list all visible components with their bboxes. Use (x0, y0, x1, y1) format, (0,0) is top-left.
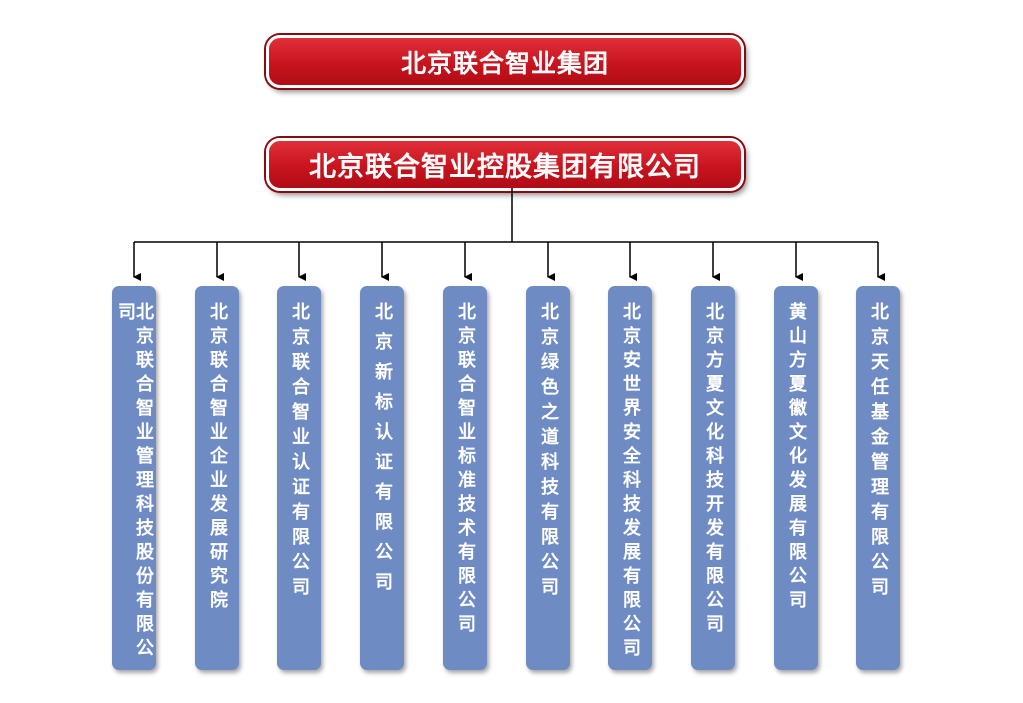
subsidiary-name: 黄山方夏徽文化发展有限公司 (786, 302, 807, 614)
subsidiary-box: 北京联合智业标准技术有限公司 (443, 286, 487, 670)
subsidiary-box: 北京联合智业企业发展研究院 (195, 286, 239, 670)
subsidiary-name: 北京方夏文化科技开发有限公司 (703, 302, 724, 638)
subsidiary-name: 北京联合智业企业发展研究院 (207, 302, 228, 614)
group-title: 北京联合智业集团 (400, 48, 609, 78)
subsidiary-box: 北京方夏文化科技开发有限公司 (691, 286, 735, 670)
subsidiary-name: 北京联合智业认证有限公司 (289, 302, 310, 602)
subsidiary-box: 北京绿色之道科技有限公司 (526, 286, 570, 670)
branch-arrows (133, 242, 885, 281)
group-title-banner: 北京联合智业集团 (266, 35, 744, 88)
subsidiary-name: 北京绿色之道科技有限公司 (538, 302, 559, 602)
subsidiary-box: 北京安世界安全科技发展有限公司 (608, 286, 652, 670)
subsidiary-box: 北京联合智业认证有限公司 (277, 286, 321, 670)
subsidiary-name: 北京安世界安全科技发展有限公司 (620, 302, 641, 662)
subsidiary-box: 北京天任基金管理有限公司 (856, 286, 900, 670)
subsidiary-box: 北京新标认证有限公司 (360, 286, 404, 670)
subsidiary-name: 北京联合智业管理科技股份有限公司 (115, 302, 154, 662)
subsidiary-name: 北京联合智业标准技术有限公司 (455, 302, 476, 638)
subsidiary-name: 北京新标认证有限公司 (372, 302, 393, 602)
holding-company-title: 北京联合智业控股集团有限公司 (309, 152, 701, 183)
holding-company-banner: 北京联合智业控股集团有限公司 (266, 138, 744, 191)
subsidiary-box: 黄山方夏徽文化发展有限公司 (774, 286, 818, 670)
subsidiary-name: 北京天任基金管理有限公司 (868, 302, 889, 602)
subsidiary-box: 北京联合智业管理科技股份有限公司 (112, 286, 156, 670)
